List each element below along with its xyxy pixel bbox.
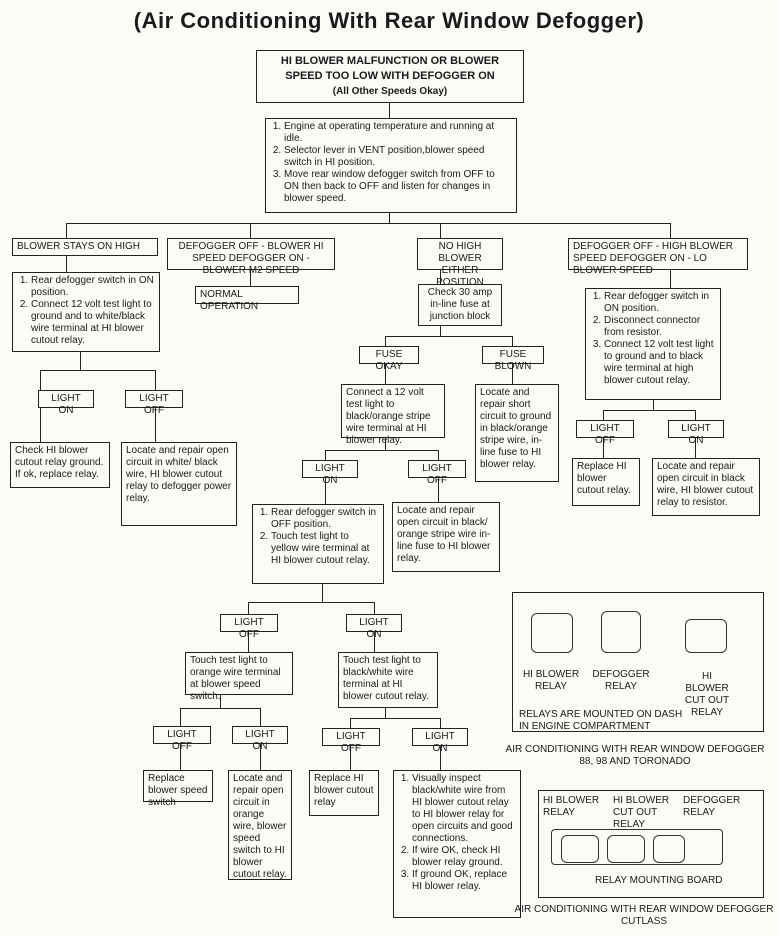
start-box: HI BLOWER MALFUNCTION OR BLOWER SPEED TO…	[256, 50, 524, 103]
light-on-3: LIGHT ON	[346, 614, 402, 640]
check-fuse-box: Check 30 amp in-line fuse at junction bl…	[418, 284, 502, 326]
relay-inset-88-98: HI BLOWER RELAY DEFOGGER RELAY HI BLOWER…	[512, 592, 764, 732]
branch-defogger-m2: DEFOGGER OFF - BLOWER HI SPEED DEFOGGER …	[167, 238, 335, 276]
touch-black-white-box: Touch test light to black/white wire ter…	[338, 652, 438, 708]
relay-inset-cutlass: HI BLOWER RELAY HI BLOWER CUT OUT RELAY …	[538, 790, 764, 898]
stays-step-2: Connect 12 volt test light to ground and…	[31, 299, 155, 347]
inset2-caption-1: AIR CONDITIONING WITH REAR WINDOW DEFOGG…	[514, 904, 774, 915]
inset2-hi-blower-label: HI BLOWER RELAY	[543, 795, 600, 818]
mid-steps-box: Rear defogger switch in OFF position. To…	[252, 504, 384, 584]
inset1-note: RELAYS ARE MOUNTED ON DASH IN ENGINE COM…	[519, 709, 683, 732]
mid-step-1: Rear defogger switch in OFF position.	[271, 507, 379, 531]
right-steps-box: Rear defogger switch in ON position. Dis…	[585, 288, 721, 400]
step-1: Engine at operating temperature and runn…	[284, 121, 512, 145]
replace-hi-cutout: Replace HI blower cutout relay.	[572, 458, 640, 506]
inset1-caption-2: 88, 98 AND TORONADO	[579, 756, 691, 767]
final-step-3: If ground OK, replace HI blower relay.	[412, 869, 516, 893]
final-step-1: Visually inspect black/white wire from H…	[412, 773, 516, 845]
inset1-hi-blower-label: HI BLOWER RELAY	[522, 669, 580, 692]
repair-black-orange: Locate and repair open circuit in black/…	[392, 502, 500, 572]
light-off-right: LIGHT OFF	[576, 420, 634, 446]
initial-steps-box: Engine at operating temperature and runn…	[265, 118, 517, 213]
replace-speed-switch: Replace blower speed switch	[143, 770, 213, 808]
defogger-relay-icon	[601, 611, 641, 653]
light-on-4: LIGHT ON	[232, 726, 288, 752]
light-off-4: LIGHT OFF	[153, 726, 211, 752]
start-line-1: HI BLOWER MALFUNCTION OR BLOWER	[280, 55, 500, 67]
light-on-right: LIGHT ON	[668, 420, 724, 446]
stays-step-1: Rear defogger switch in ON position.	[31, 275, 155, 299]
light-off-1: LIGHT OFF	[125, 390, 183, 416]
right-step-1: Rear defogger switch in ON position.	[604, 291, 716, 315]
replace-hi-blower-relay: Replace HI blower cutout relay	[309, 770, 379, 816]
branch-stays-high: BLOWER STAYS ON HIGH	[12, 238, 158, 256]
fuse-blown-box: FUSE BLOWN	[482, 346, 544, 372]
hi-blower-relay-icon	[531, 613, 573, 653]
inset1-defogger-label: DEFOGGER RELAY	[592, 669, 650, 692]
board-relay-1-icon	[561, 835, 599, 863]
check-cutout-ground: Check HI blower cutout relay ground. If …	[10, 442, 110, 488]
light-off-2: LIGHT OFF	[408, 460, 466, 486]
stays-high-steps: Rear defogger switch in ON position. Con…	[12, 272, 160, 352]
touch-orange-box: Touch test light to orange wire terminal…	[185, 652, 293, 702]
inset2-caption-2: CUTLASS	[620, 916, 668, 927]
hi-blower-cutout-icon	[685, 619, 727, 653]
step-2: Selector lever in VENT position,blower s…	[284, 145, 512, 169]
start-line-2: SPEED TOO LOW WITH DEFOGGER ON	[285, 70, 495, 82]
light-on-2: LIGHT ON	[302, 460, 358, 486]
light-off-5: LIGHT OFF	[322, 728, 380, 754]
branch-no-high: NO HIGH BLOWER EITHER POSITION	[417, 238, 503, 288]
right-step-3: Connect 12 volt test light to ground and…	[604, 339, 716, 387]
fuse-okay-box: FUSE OKAY	[359, 346, 419, 372]
relay-board-shape	[551, 829, 723, 865]
repair-orange: Locate and repair open circuit in orange…	[228, 770, 292, 880]
normal-operation-box: NORMAL OPERATION	[195, 286, 299, 312]
mid-step-2: Touch test light to yellow wire terminal…	[271, 531, 379, 567]
light-on-1: LIGHT ON	[38, 390, 94, 416]
repair-black-resistor: Locate and repair open circuit in black …	[652, 458, 760, 516]
repair-white-black: Locate and repair open circuit in white/…	[121, 442, 237, 526]
board-relay-3-icon	[653, 835, 685, 863]
branch-defogger-lo: DEFOGGER OFF - HIGH BLOWER SPEED DEFOGGE…	[568, 238, 748, 276]
inset1-cutout-label: HI BLOWER CUT OUT RELAY	[684, 671, 730, 718]
page-title: (Air Conditioning With Rear Window Defog…	[133, 8, 645, 33]
fuse-blown-action: Locate and repair short circuit to groun…	[475, 384, 559, 482]
step-3: Move rear window defogger switch from OF…	[284, 169, 512, 205]
inset2-cutout-label: HI BLOWER CUT OUT RELAY	[613, 795, 670, 830]
light-off-3: LIGHT OFF	[220, 614, 278, 640]
light-on-5: LIGHT ON	[412, 728, 468, 754]
start-line-3: (All Other Speeds Okay)	[332, 86, 448, 97]
inset1-caption-1: AIR CONDITIONING WITH REAR WINDOW DEFOGG…	[505, 744, 765, 755]
board-relay-2-icon	[607, 835, 645, 863]
inset2-board-label: RELAY MOUNTING BOARD	[595, 875, 723, 886]
final-steps-box: Visually inspect black/white wire from H…	[393, 770, 521, 918]
right-step-2: Disconnect connector from resistor.	[604, 315, 716, 339]
inset2-defogger-label: DEFOGGER RELAY	[683, 795, 741, 818]
final-step-2: If wire OK, check HI blower relay ground…	[412, 845, 516, 869]
connect-test-box: Connect a 12 volt test light to black/or…	[341, 384, 445, 446]
